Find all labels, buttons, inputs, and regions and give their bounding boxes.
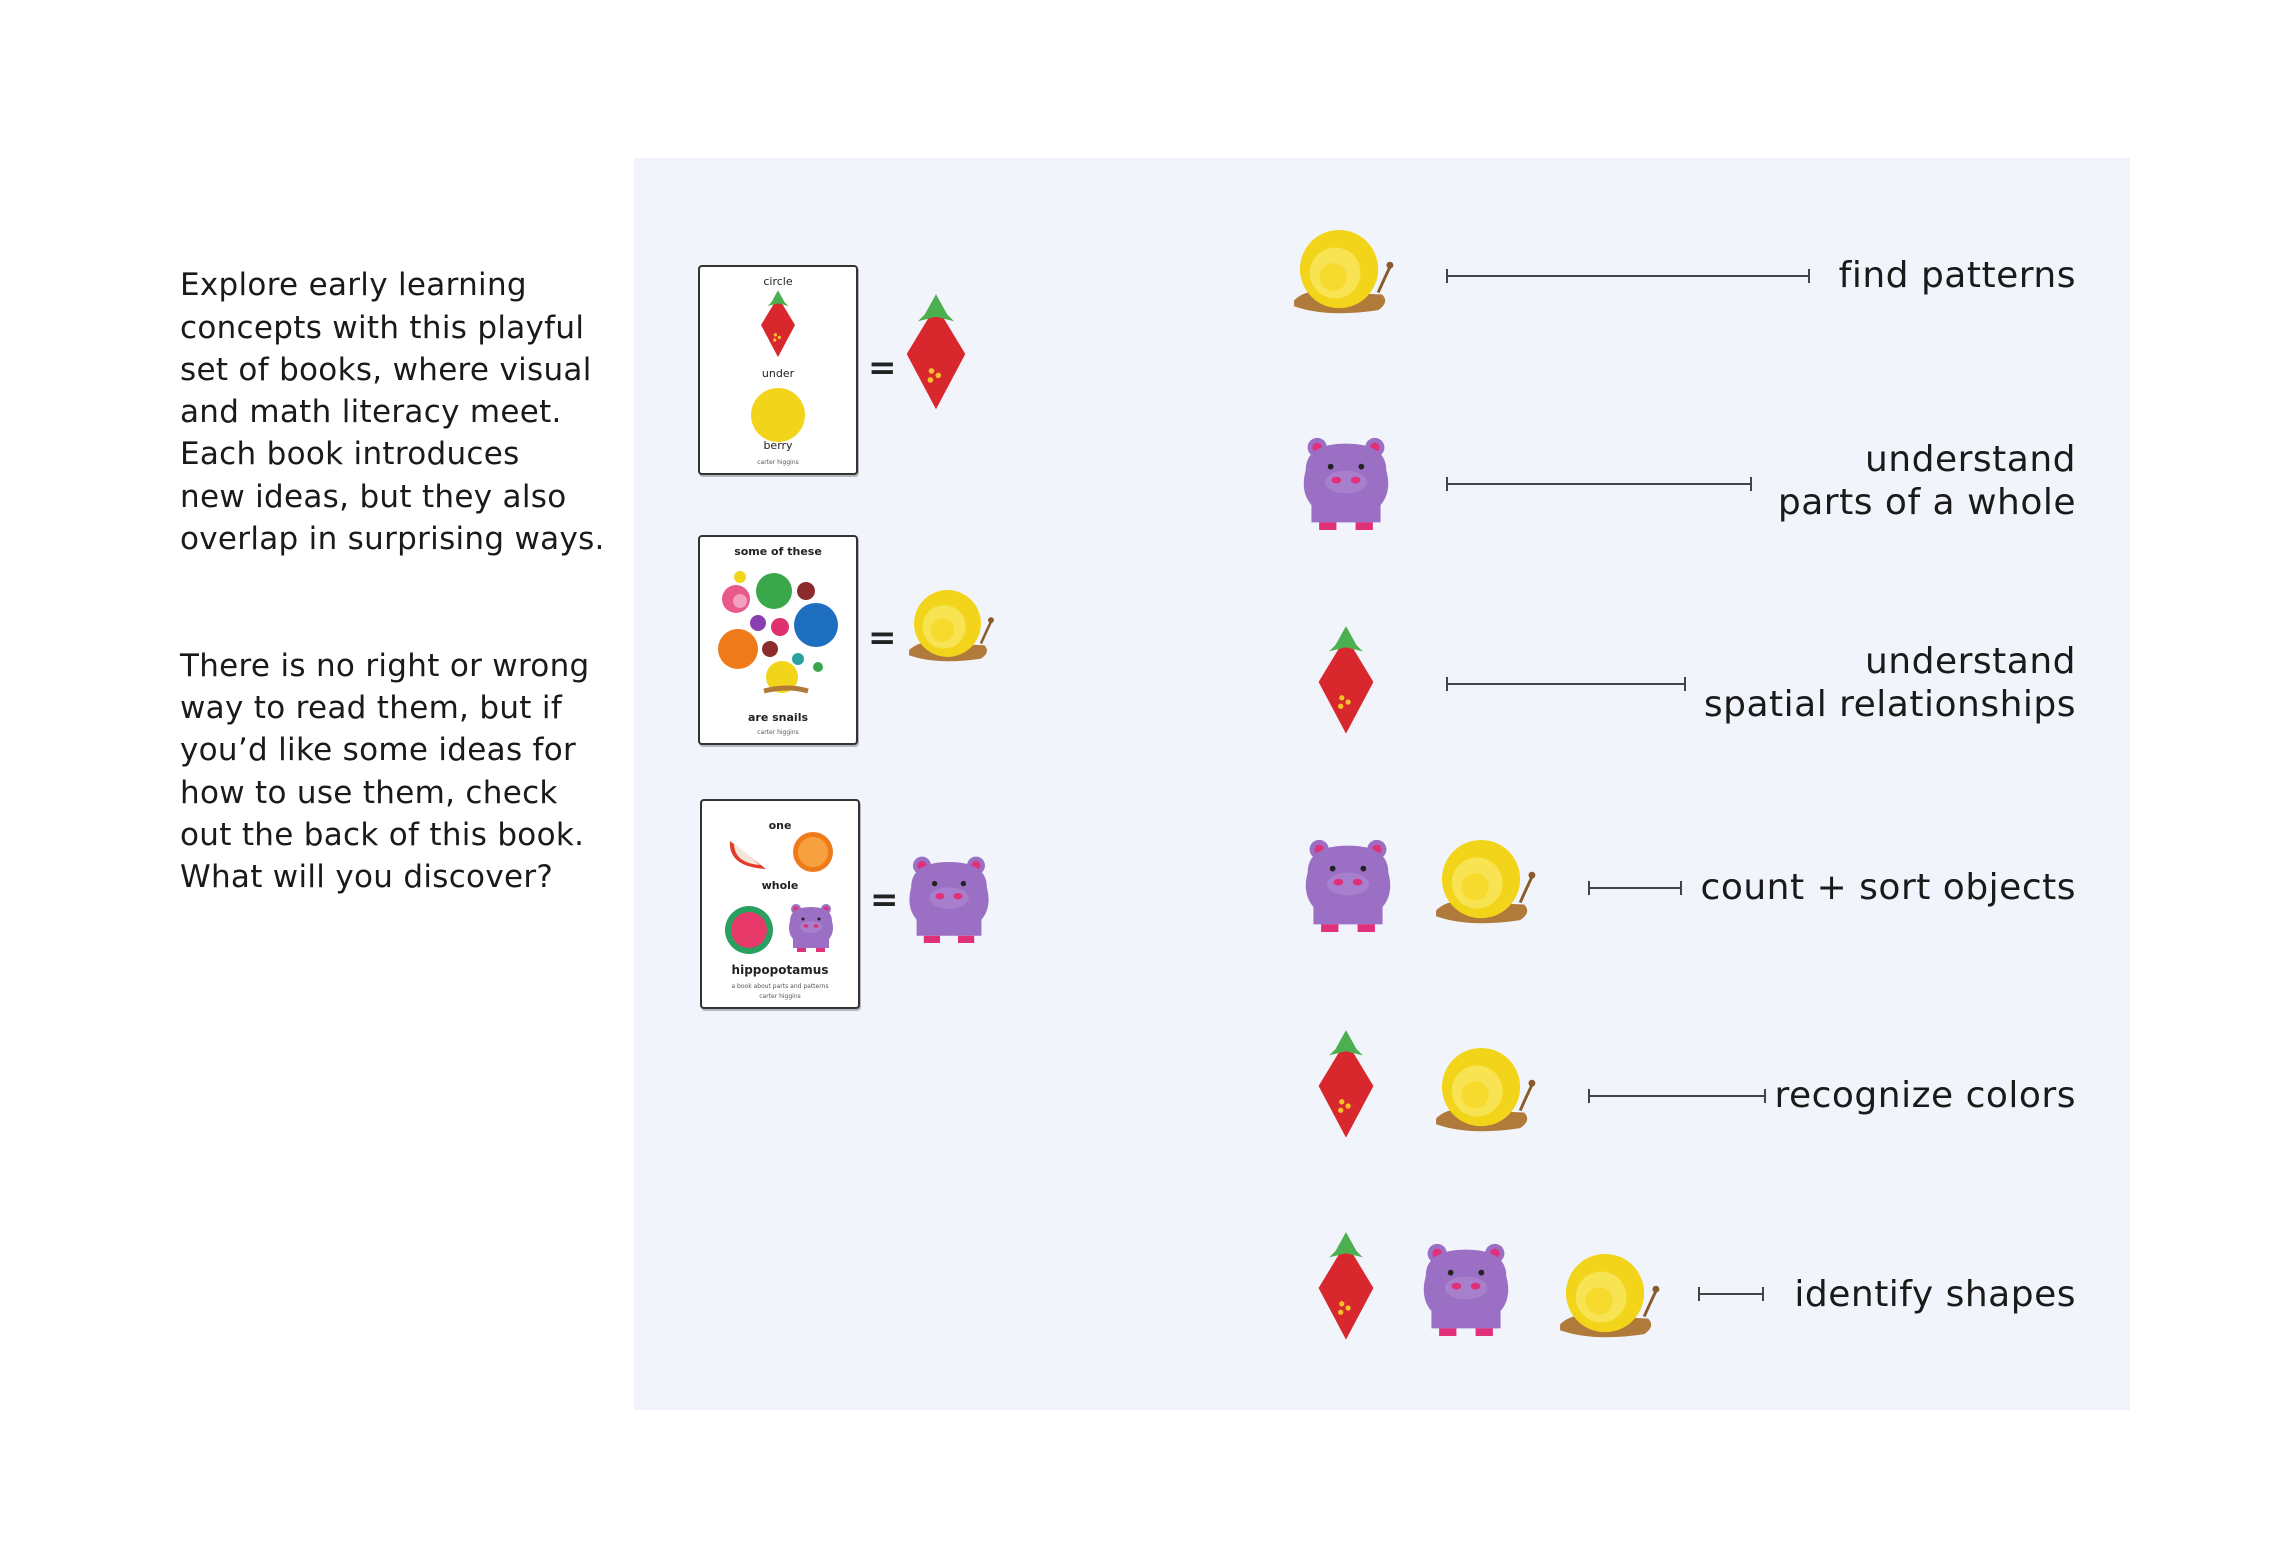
intro-text: Explore early learning concepts with thi… <box>180 222 620 983</box>
book-cover-some-of-these-are-snails: some of these are snails carter higgins <box>698 535 858 745</box>
connector-line <box>1698 1287 1764 1301</box>
hippo-icon <box>904 850 994 946</box>
assorted-shapes-icon <box>718 571 838 694</box>
connector-line <box>1446 677 1686 691</box>
book-subtitle: a book about parts and patterns <box>731 983 829 990</box>
hippo-icon <box>1300 832 1396 936</box>
book-author: carter higgins <box>757 459 799 466</box>
book-title-line: some of these <box>734 545 822 558</box>
berry-icon <box>902 292 970 416</box>
equals-sign: = <box>868 348 897 388</box>
connector-line <box>1588 1089 1766 1103</box>
book-title-line: hippopotamus <box>731 963 829 977</box>
orange-slice-icon <box>793 832 833 872</box>
berry-icon <box>1314 624 1378 740</box>
book-title-line: are snails <box>747 711 809 724</box>
intro-paragraph-1: Explore early learning concepts with thi… <box>180 267 605 558</box>
skill-label: understand spatial relationships <box>1703 641 2076 725</box>
watermelon-slice-icon <box>725 906 773 954</box>
skill-label: understand parts of a whole <box>1777 439 2076 523</box>
book-title-line: under <box>761 367 795 380</box>
skill-label: identify shapes <box>1794 1274 2076 1315</box>
skill-label: recognize colors <box>1774 1075 2076 1116</box>
concepts-panel: circle under berry carter higgins = some… <box>634 158 2130 1410</box>
intro-paragraph-2: There is no right or wrong way to read t… <box>180 647 590 896</box>
snail-icon <box>904 588 996 664</box>
snail-icon <box>1554 1252 1662 1340</box>
connector-line <box>1588 881 1682 895</box>
hippo-icon <box>786 901 836 953</box>
book-cover-circle-under-berry: circle under berry carter higgins <box>698 265 858 475</box>
berry-icon <box>1314 1230 1378 1346</box>
book-title-line: whole <box>761 879 799 892</box>
skill-label: find patterns <box>1838 255 2076 296</box>
connector-line <box>1446 477 1752 491</box>
hippo-icon <box>1418 1236 1514 1340</box>
equals-sign: = <box>870 880 899 920</box>
snail-icon <box>1288 228 1396 316</box>
apple-slice-icon <box>729 841 766 869</box>
connector-line <box>1446 269 1810 283</box>
book-title-line: one <box>768 819 792 832</box>
snail-icon <box>1430 838 1538 926</box>
book-title-line: circle <box>763 275 793 288</box>
skill-label: count + sort objects <box>1700 867 2076 908</box>
circle-icon <box>751 388 805 442</box>
hippo-icon <box>1298 430 1394 534</box>
snail-icon <box>1430 1046 1538 1134</box>
book-cover-one-whole-hippopotamus: one whole hippopotamus a book about part… <box>700 799 860 1009</box>
berry-icon <box>1314 1028 1378 1144</box>
berry-icon <box>758 289 798 361</box>
equals-sign: = <box>868 618 897 658</box>
book-author: carter higgins <box>759 993 801 1000</box>
book-author: carter higgins <box>757 729 799 736</box>
book-title-line: berry <box>763 439 793 452</box>
